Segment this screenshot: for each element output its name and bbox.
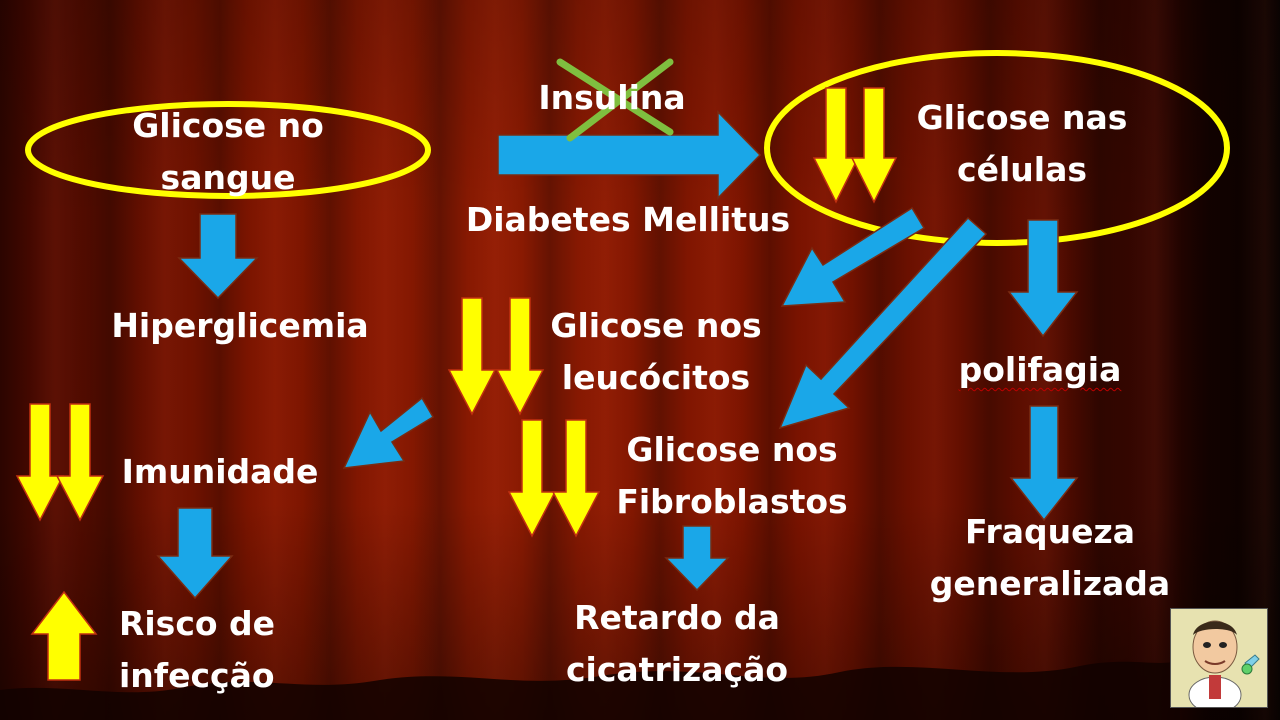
down-arrows-leucocitos bbox=[447, 297, 545, 416]
arrow-polifagia-fraqueza bbox=[1009, 405, 1079, 522]
ellipse-glicose-sangue bbox=[25, 101, 431, 199]
down-arrows-fibroblastos bbox=[507, 419, 601, 538]
doctor-cartoon-icon bbox=[1170, 608, 1268, 714]
up-arrow-risco bbox=[30, 590, 98, 681]
green-x-cross-icon bbox=[556, 58, 674, 142]
node-risco: Risco de infecção bbox=[118, 604, 276, 695]
node-hiperglicemia: Hiperglicemia bbox=[111, 306, 369, 345]
arrow-celulas-fibroblastos bbox=[778, 216, 988, 430]
arrow-imunidade-risco bbox=[156, 507, 234, 600]
arrow-fibroblastos-retardo bbox=[664, 525, 730, 592]
node-retardo: Retardo da cicatrização bbox=[565, 598, 789, 689]
node-diabetes: Diabetes Mellitus bbox=[465, 200, 791, 239]
node-polifagia: polifagia bbox=[958, 350, 1122, 389]
down-arrows-celulas bbox=[812, 87, 898, 204]
ellipse-glicose-celulas bbox=[764, 50, 1230, 246]
node-fraqueza: Fraqueza generalizada bbox=[929, 512, 1171, 603]
arrow-celulas-polifagia bbox=[1007, 219, 1079, 338]
node-glicose-fibroblastos: Glicose nos Fibroblastos bbox=[616, 430, 848, 521]
node-imunidade: Imunidade bbox=[121, 452, 319, 491]
down-arrows-imunidade bbox=[15, 403, 105, 522]
node-glicose-sangue: Glicose no sangue bbox=[132, 106, 324, 197]
arrow-celulas-leucocitos bbox=[780, 206, 926, 307]
floor-silhouette bbox=[0, 660, 1180, 720]
node-glicose-leucocitos: Glicose nos leucócitos bbox=[550, 306, 762, 397]
node-glicose-celulas: Glicose nas células bbox=[916, 98, 1128, 189]
node-insulina: Insulina bbox=[538, 78, 686, 117]
arrow-leucocitos-imunidade bbox=[342, 396, 435, 469]
arrow-sangue-hiperglicemia bbox=[177, 213, 259, 300]
arrow-insulina bbox=[497, 110, 762, 200]
